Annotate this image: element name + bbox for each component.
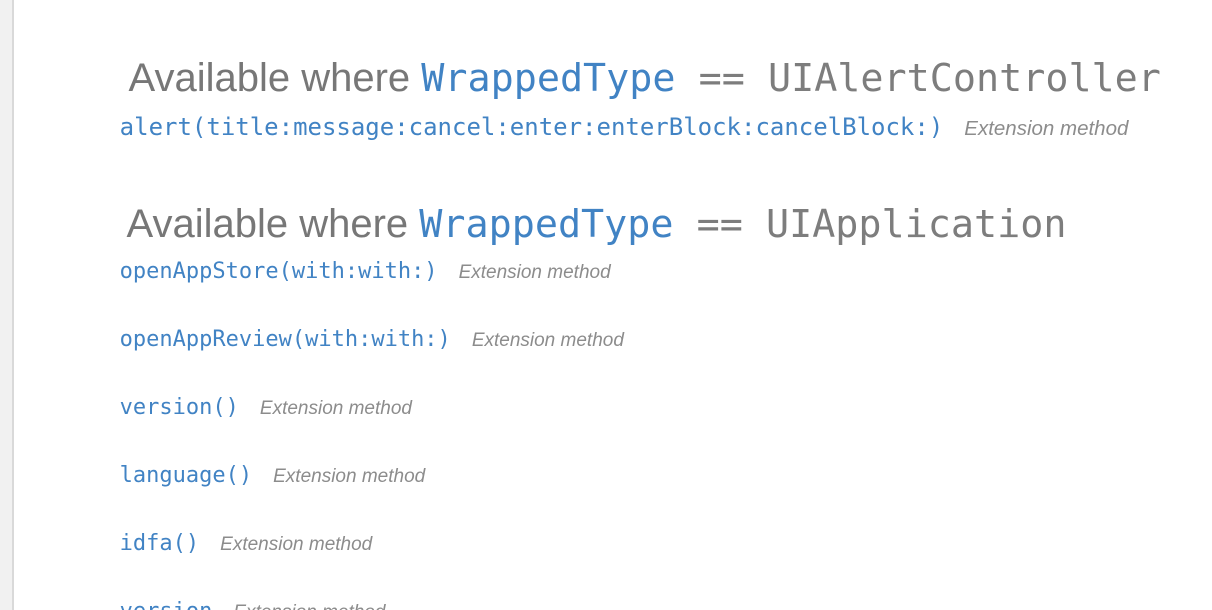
method-item: version Extension method xyxy=(93,567,386,610)
left-gutter xyxy=(0,0,14,610)
extension-method-note: Extension method xyxy=(458,262,611,283)
method-link-idfa[interactable]: idfa() xyxy=(119,531,200,556)
extension-method-note: Extension method xyxy=(259,398,412,419)
method-link-alert[interactable]: alert(title:message:cancel:enter:enterBl… xyxy=(119,113,944,141)
method-link-version-func[interactable]: version() xyxy=(119,395,239,420)
extension-method-note: Extension method xyxy=(471,330,624,351)
extension-method-note: Extension method xyxy=(233,602,385,610)
extension-method-note: Extension method xyxy=(220,534,373,555)
constraint-type: == UIAlertController xyxy=(675,56,1161,101)
method-link-openappreview[interactable]: openAppReview(with:with:) xyxy=(119,327,451,352)
extension-method-note: Extension method xyxy=(273,466,426,487)
method-link-openappstore[interactable]: openAppStore(with:with:) xyxy=(119,259,438,284)
method-link-version-prop[interactable]: version xyxy=(120,599,213,610)
extension-method-note: Extension method xyxy=(964,117,1129,140)
constraint-type: == UIApplication xyxy=(673,202,1067,247)
method-link-language[interactable]: language() xyxy=(119,463,253,488)
availability-prefix: Available where xyxy=(128,56,422,100)
method-item: openAppReview(with:with:) Extension metho… xyxy=(93,295,624,387)
method-item: version() Extension method xyxy=(93,363,412,455)
availability-prefix: Available where xyxy=(126,202,420,246)
method-item: alert(title:message:cancel:enter:enterBl… xyxy=(93,82,1129,176)
method-item: openAppStore(with:with:) Extension method xyxy=(93,227,611,319)
availability-heading-uiapplication: Available where WrappedType == UIApplica… xyxy=(62,152,1066,297)
availability-heading-uialertcontroller: Available where WrappedType == UIAlertCo… xyxy=(64,6,1161,151)
wrapped-type-link[interactable]: WrappedType xyxy=(419,202,674,247)
wrapped-type-link[interactable]: WrappedType xyxy=(421,56,676,101)
method-item: language() Extension method xyxy=(93,431,426,523)
method-item: idfa() Extension method xyxy=(93,499,373,591)
